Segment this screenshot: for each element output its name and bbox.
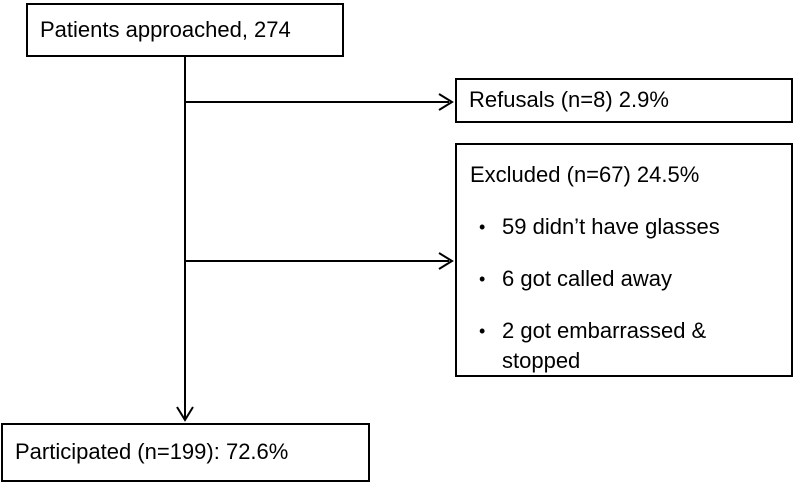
connector-to-excluded bbox=[185, 252, 454, 270]
excluded-bullet-text: 6 got called away bbox=[502, 266, 672, 291]
excluded-title: Excluded (n=67) 24.5% bbox=[470, 162, 700, 187]
connector-to-refusals bbox=[185, 93, 454, 111]
box-refusals: Refusals (n=8) 2.9% bbox=[455, 78, 793, 123]
participated-label: Participated (n=199): 72.6% bbox=[15, 439, 289, 465]
arrow-right-icon bbox=[438, 93, 454, 111]
arrow-down-icon bbox=[176, 406, 194, 422]
box-excluded: Excluded (n=67) 24.5% • 59 didn’t have g… bbox=[455, 143, 793, 377]
excluded-bullet-list: • 59 didn’t have glasses • 6 got called … bbox=[457, 212, 791, 376]
excluded-bullet-item: • 59 didn’t have glasses bbox=[479, 212, 783, 242]
bullet-icon: • bbox=[479, 217, 486, 237]
excluded-bullet-item: • 2 got embarrassed & stopped bbox=[479, 316, 783, 376]
patients-approached-label: Patients approached, 274 bbox=[40, 16, 291, 42]
connector-main-stem bbox=[176, 57, 194, 422]
excluded-bullet-item: • 6 got called away bbox=[479, 264, 783, 294]
excluded-bullet-text: 2 got embarrassed & stopped bbox=[502, 318, 707, 373]
refusals-label: Refusals (n=8) 2.9% bbox=[469, 87, 669, 113]
arrow-right-icon bbox=[438, 252, 454, 270]
bullet-icon: • bbox=[479, 269, 486, 289]
box-patients-approached: Patients approached, 274 bbox=[26, 3, 344, 57]
bullet-icon: • bbox=[479, 321, 486, 341]
excluded-bullet-text: 59 didn’t have glasses bbox=[502, 214, 720, 239]
box-participated: Participated (n=199): 72.6% bbox=[1, 423, 370, 482]
